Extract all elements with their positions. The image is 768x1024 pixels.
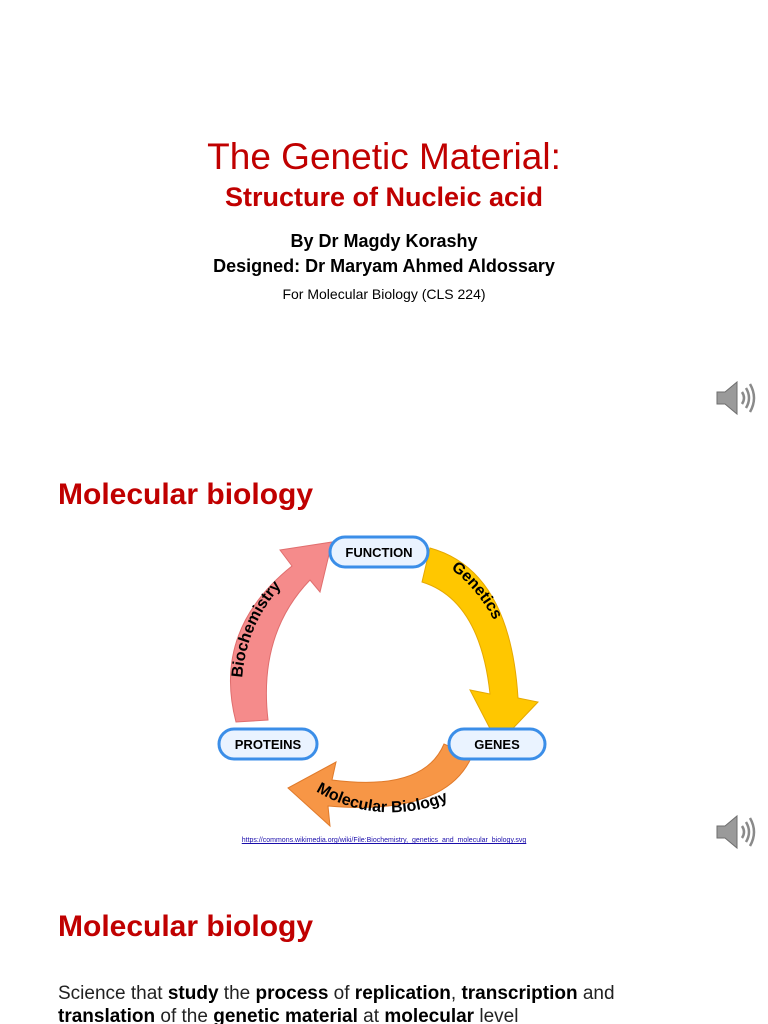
genetics-arrow xyxy=(421,547,539,745)
keyword: molecular xyxy=(384,1006,475,1024)
slide-heading: Molecular biology xyxy=(58,910,314,943)
slide-heading: Molecular biology xyxy=(58,478,314,511)
svg-text:PROTEINS: PROTEINS xyxy=(235,737,302,752)
proteins-node: PROTEINS xyxy=(217,727,319,761)
text-segment: the xyxy=(218,983,256,1004)
definition-text: Science that study the process of replic… xyxy=(58,982,678,1024)
text-segment: of the xyxy=(155,1006,214,1024)
keyword: process xyxy=(255,983,329,1004)
text-segment: , xyxy=(450,983,462,1004)
slide-title: The Genetic Material: xyxy=(207,136,561,177)
text-segment: Science that xyxy=(58,983,168,1004)
text-segment: and xyxy=(577,983,615,1004)
keyword: translation xyxy=(58,1006,156,1024)
keyword: transcription xyxy=(461,983,578,1004)
designer-line: Designed: Dr Maryam Ahmed Aldossary xyxy=(213,256,555,276)
keyword: study xyxy=(167,983,219,1004)
title-slide: The Genetic Material: Structure of Nucle… xyxy=(0,0,768,434)
molecular-biology-arrow xyxy=(287,743,473,828)
speaker-icon[interactable] xyxy=(713,812,757,852)
author-line: By Dr Magdy Korashy xyxy=(290,231,478,251)
course-line: For Molecular Biology (CLS 224) xyxy=(282,286,486,302)
function-node: FUNCTION xyxy=(328,535,430,569)
keyword: genetic material xyxy=(213,1006,358,1024)
molecular-biology-cycle-diagram: Genetics Molecular Biology Biochemistry … xyxy=(217,535,547,828)
speaker-icon[interactable] xyxy=(713,378,757,418)
source-link[interactable]: https://commons.wikimedia.org/wiki/File:… xyxy=(241,837,527,844)
slide-subtitle: Structure of Nucleic acid xyxy=(224,182,544,212)
diagram-slide: Molecular biology Genetics Molecular Bio… xyxy=(0,434,768,868)
text-segment: of xyxy=(328,983,355,1004)
genes-node: GENES xyxy=(447,727,547,761)
definition-slide: Molecular biology Science that study the… xyxy=(0,868,768,1024)
keyword: replication xyxy=(354,983,451,1004)
svg-text:GENES: GENES xyxy=(474,737,520,752)
text-segment: level xyxy=(474,1006,519,1024)
svg-text:FUNCTION: FUNCTION xyxy=(345,545,412,560)
text-segment: at xyxy=(357,1006,385,1024)
